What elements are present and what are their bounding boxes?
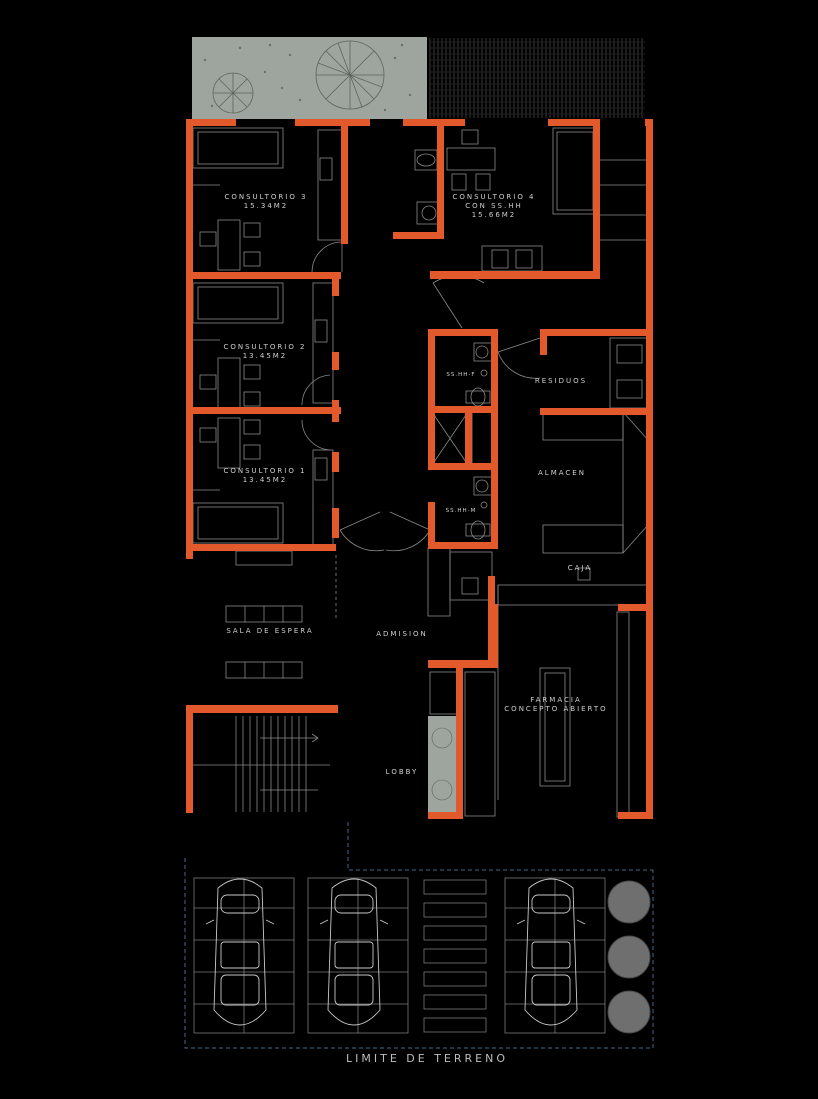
walls (186, 119, 653, 819)
furniture-lines (192, 127, 649, 818)
sshh-m-label: SS.HH-M (445, 508, 477, 514)
admision-label: ADMISION (376, 630, 428, 638)
caja-label: CAJA (567, 564, 593, 572)
sala-de-espera-label: SALA DE ESPERA (226, 627, 314, 635)
sshh-f-label: SS.HH-F (446, 372, 476, 378)
consultorio1-name: CONSULTORIO 1 (223, 467, 307, 475)
consultorio1-area: 13.45M2 (242, 476, 288, 484)
consultorio2-area: 13.45M2 (242, 352, 288, 360)
car-icon (319, 878, 389, 1026)
almacen-label: ALMACEN (538, 469, 586, 477)
lobby-label: LOBBY (385, 768, 419, 776)
consultorio3-name: CONSULTORIO 3 (224, 193, 308, 201)
farmacia-name: FARMACIA (530, 696, 582, 704)
garden-area (192, 37, 427, 119)
consultorio4-area: 15.66M2 (471, 211, 517, 219)
car-icon (516, 878, 586, 1026)
consultorio2-name: CONSULTORIO 2 (223, 343, 307, 351)
planter-icon (607, 880, 651, 1034)
farmacia-concept: CONCEPTO ABIERTO (504, 705, 608, 713)
car-icon (205, 878, 275, 1026)
parking-area (184, 822, 654, 1049)
consultorio4-subtitle: CON SS.HH (465, 202, 523, 210)
consultorio4-name: CONSULTORIO 4 (452, 193, 536, 201)
hatched-slab (429, 38, 645, 118)
limite-de-terreno-label: LIMITE DE TERRENO (346, 1052, 508, 1065)
residuos-label: RESIDUOS (534, 377, 588, 385)
consultorio3-area: 15.34M2 (243, 202, 289, 210)
lobby-planter (428, 716, 456, 812)
